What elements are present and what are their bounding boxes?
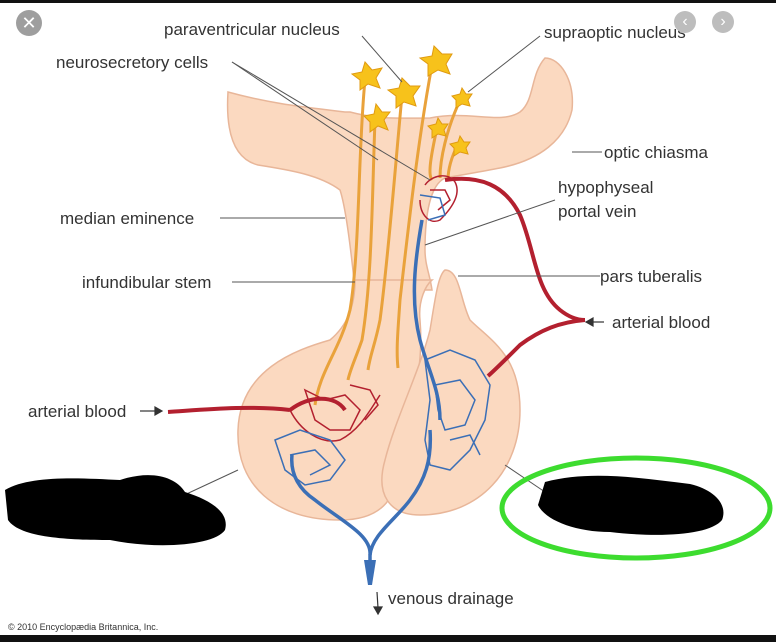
label-infundibular-stem: infundibular stem — [82, 273, 211, 292]
hypothalamus-tissue — [226, 57, 574, 291]
label-supraoptic-nucleus: supraoptic nucleus — [544, 23, 686, 42]
label-arterial-blood-right: arterial blood — [612, 313, 710, 332]
chevron-right-icon[interactable]: › — [712, 11, 734, 33]
bottom-edge-bar — [0, 635, 776, 642]
capillary-bed-blue — [274, 194, 491, 486]
label-hypophyseal: hypophyseal — [558, 178, 653, 197]
redaction-left — [5, 475, 226, 546]
copyright-text: © 2010 Encyclopædia Britannica, Inc. — [8, 622, 158, 632]
leader-lines — [179, 35, 602, 498]
label-neurosecretory-cells: neurosecretory cells — [56, 53, 208, 72]
highlight-circle — [499, 455, 773, 561]
label-venous-drainage: venous drainage — [388, 589, 514, 608]
label-median-eminence: median eminence — [60, 209, 194, 228]
anterior-lobe — [381, 269, 521, 516]
label-portal-vein: portal vein — [558, 202, 636, 221]
venous-outlet — [364, 560, 376, 585]
label-paraventricular-nucleus: paraventricular nucleus — [164, 20, 340, 39]
label-pars-tuberalis: pars tuberalis — [600, 267, 702, 286]
chevron-left-icon[interactable]: ‹ — [674, 11, 696, 33]
top-edge-bar — [0, 0, 776, 3]
label-optic-chiasma: optic chiasma — [604, 143, 708, 162]
capillary-bed-red — [289, 175, 458, 442]
redaction-right — [538, 475, 724, 535]
close-icon[interactable]: ✕ — [16, 10, 42, 36]
arrows — [140, 316, 604, 616]
label-arterial-blood-left: arterial blood — [28, 402, 126, 421]
neuron-cells — [350, 44, 473, 157]
